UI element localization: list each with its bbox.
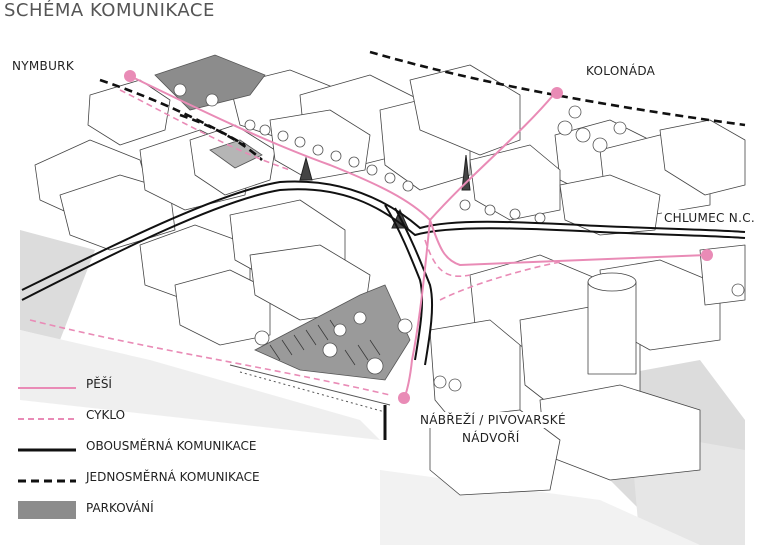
cycle-route-east — [439, 261, 561, 301]
parking-stripes — [269, 319, 381, 366]
embankment-edge — [229, 364, 391, 406]
south-road-b — [394, 207, 434, 366]
label-chlumec: CHLUMEC N.C. — [662, 210, 757, 226]
main-road-outer — [21, 188, 746, 301]
nw-one-way-2 — [179, 113, 263, 161]
tree — [294, 136, 306, 148]
building-ne-5 — [559, 174, 661, 236]
endpoint-nabrezi — [398, 392, 410, 404]
tree — [205, 93, 219, 107]
legend-label: CYKLO — [86, 408, 126, 422]
tree — [448, 378, 462, 392]
legend-label: PĚŠÍ — [86, 377, 112, 391]
silo-top — [587, 272, 637, 292]
cycle-route-north — [119, 89, 291, 171]
shadow-west — [20, 230, 95, 340]
pedestrian-routes — [129, 75, 708, 399]
tree — [509, 208, 521, 220]
tree — [330, 150, 342, 162]
plague-column-icon — [299, 156, 313, 181]
parking-main — [254, 284, 411, 381]
tree — [731, 283, 745, 297]
tree — [397, 318, 413, 334]
label-nymburk: NYMBURK — [12, 59, 74, 73]
cycle-routes — [29, 89, 561, 396]
legend-swatch-dashed-black — [18, 479, 76, 483]
tree — [433, 375, 447, 389]
tree — [366, 357, 384, 375]
legend-swatch-dashed-pink — [18, 418, 76, 420]
ped-route-nabrezi — [403, 219, 431, 399]
legend-label: OBOUSMĚRNÁ KOMUNIKACE — [86, 439, 257, 453]
tree — [384, 172, 396, 184]
embankment — [229, 364, 391, 440]
parking-areas — [154, 54, 411, 381]
endpoint-chlumec — [701, 249, 713, 261]
tree — [312, 144, 324, 156]
ped-route-nymburk — [129, 75, 431, 221]
tree — [575, 127, 591, 143]
legend-label: JEDNOSMĚRNÁ KOMUNIKACE — [86, 470, 260, 484]
tree — [277, 130, 289, 142]
legend-swatch-solid-pink — [18, 387, 76, 389]
cycle-route-junction — [424, 239, 471, 277]
tree — [333, 323, 347, 337]
two-way-roads — [21, 180, 746, 366]
legend-swatch-grey-fill — [18, 501, 76, 519]
parking-small — [209, 139, 263, 169]
tree — [322, 342, 338, 358]
tree — [366, 164, 378, 176]
main-road-inner — [21, 180, 746, 291]
tree — [557, 120, 573, 136]
building-sw-2 — [174, 269, 271, 346]
buildings — [34, 64, 746, 496]
diagram-title: SCHÉMA KOMUNIKACE — [4, 0, 215, 21]
shadow-riverbank — [20, 330, 380, 440]
tree — [173, 83, 187, 97]
tree — [592, 137, 608, 153]
parking-north — [154, 54, 266, 111]
building-n-4 — [409, 64, 521, 156]
legend-swatch-solid-black — [18, 448, 76, 452]
tree — [568, 105, 582, 119]
route-endpoints — [124, 70, 713, 404]
tree — [613, 121, 627, 135]
tree — [244, 119, 256, 131]
cycle-route-riverbank — [29, 319, 391, 396]
tree — [259, 124, 271, 136]
legend-label: PARKOVÁNÍ — [86, 501, 154, 515]
label-kolonada: KOLONÁDA — [586, 64, 656, 78]
endpoint-nymburk — [124, 70, 136, 82]
silo-tower — [587, 281, 637, 375]
trees — [173, 83, 745, 392]
ped-route-kolonada — [429, 92, 556, 221]
label-nabrezi-line1: NÁBŘEŽÍ / PIVOVARSKÉ — [418, 412, 568, 428]
one-way-roads — [99, 50, 746, 161]
ped-route-chlumec — [429, 219, 708, 267]
tree — [484, 204, 496, 216]
tree — [348, 156, 360, 168]
tree — [534, 212, 546, 224]
tree — [254, 330, 270, 346]
building-ne-4 — [469, 144, 561, 221]
embankment-steps — [239, 371, 386, 413]
endpoint-kolonada — [551, 87, 563, 99]
label-nabrezi-line2: NÁDVOŘÍ — [460, 430, 522, 446]
south-road-a — [384, 204, 424, 361]
building-ne-3 — [659, 119, 746, 196]
tree — [402, 180, 414, 192]
tree — [459, 199, 471, 211]
tree — [353, 311, 367, 325]
